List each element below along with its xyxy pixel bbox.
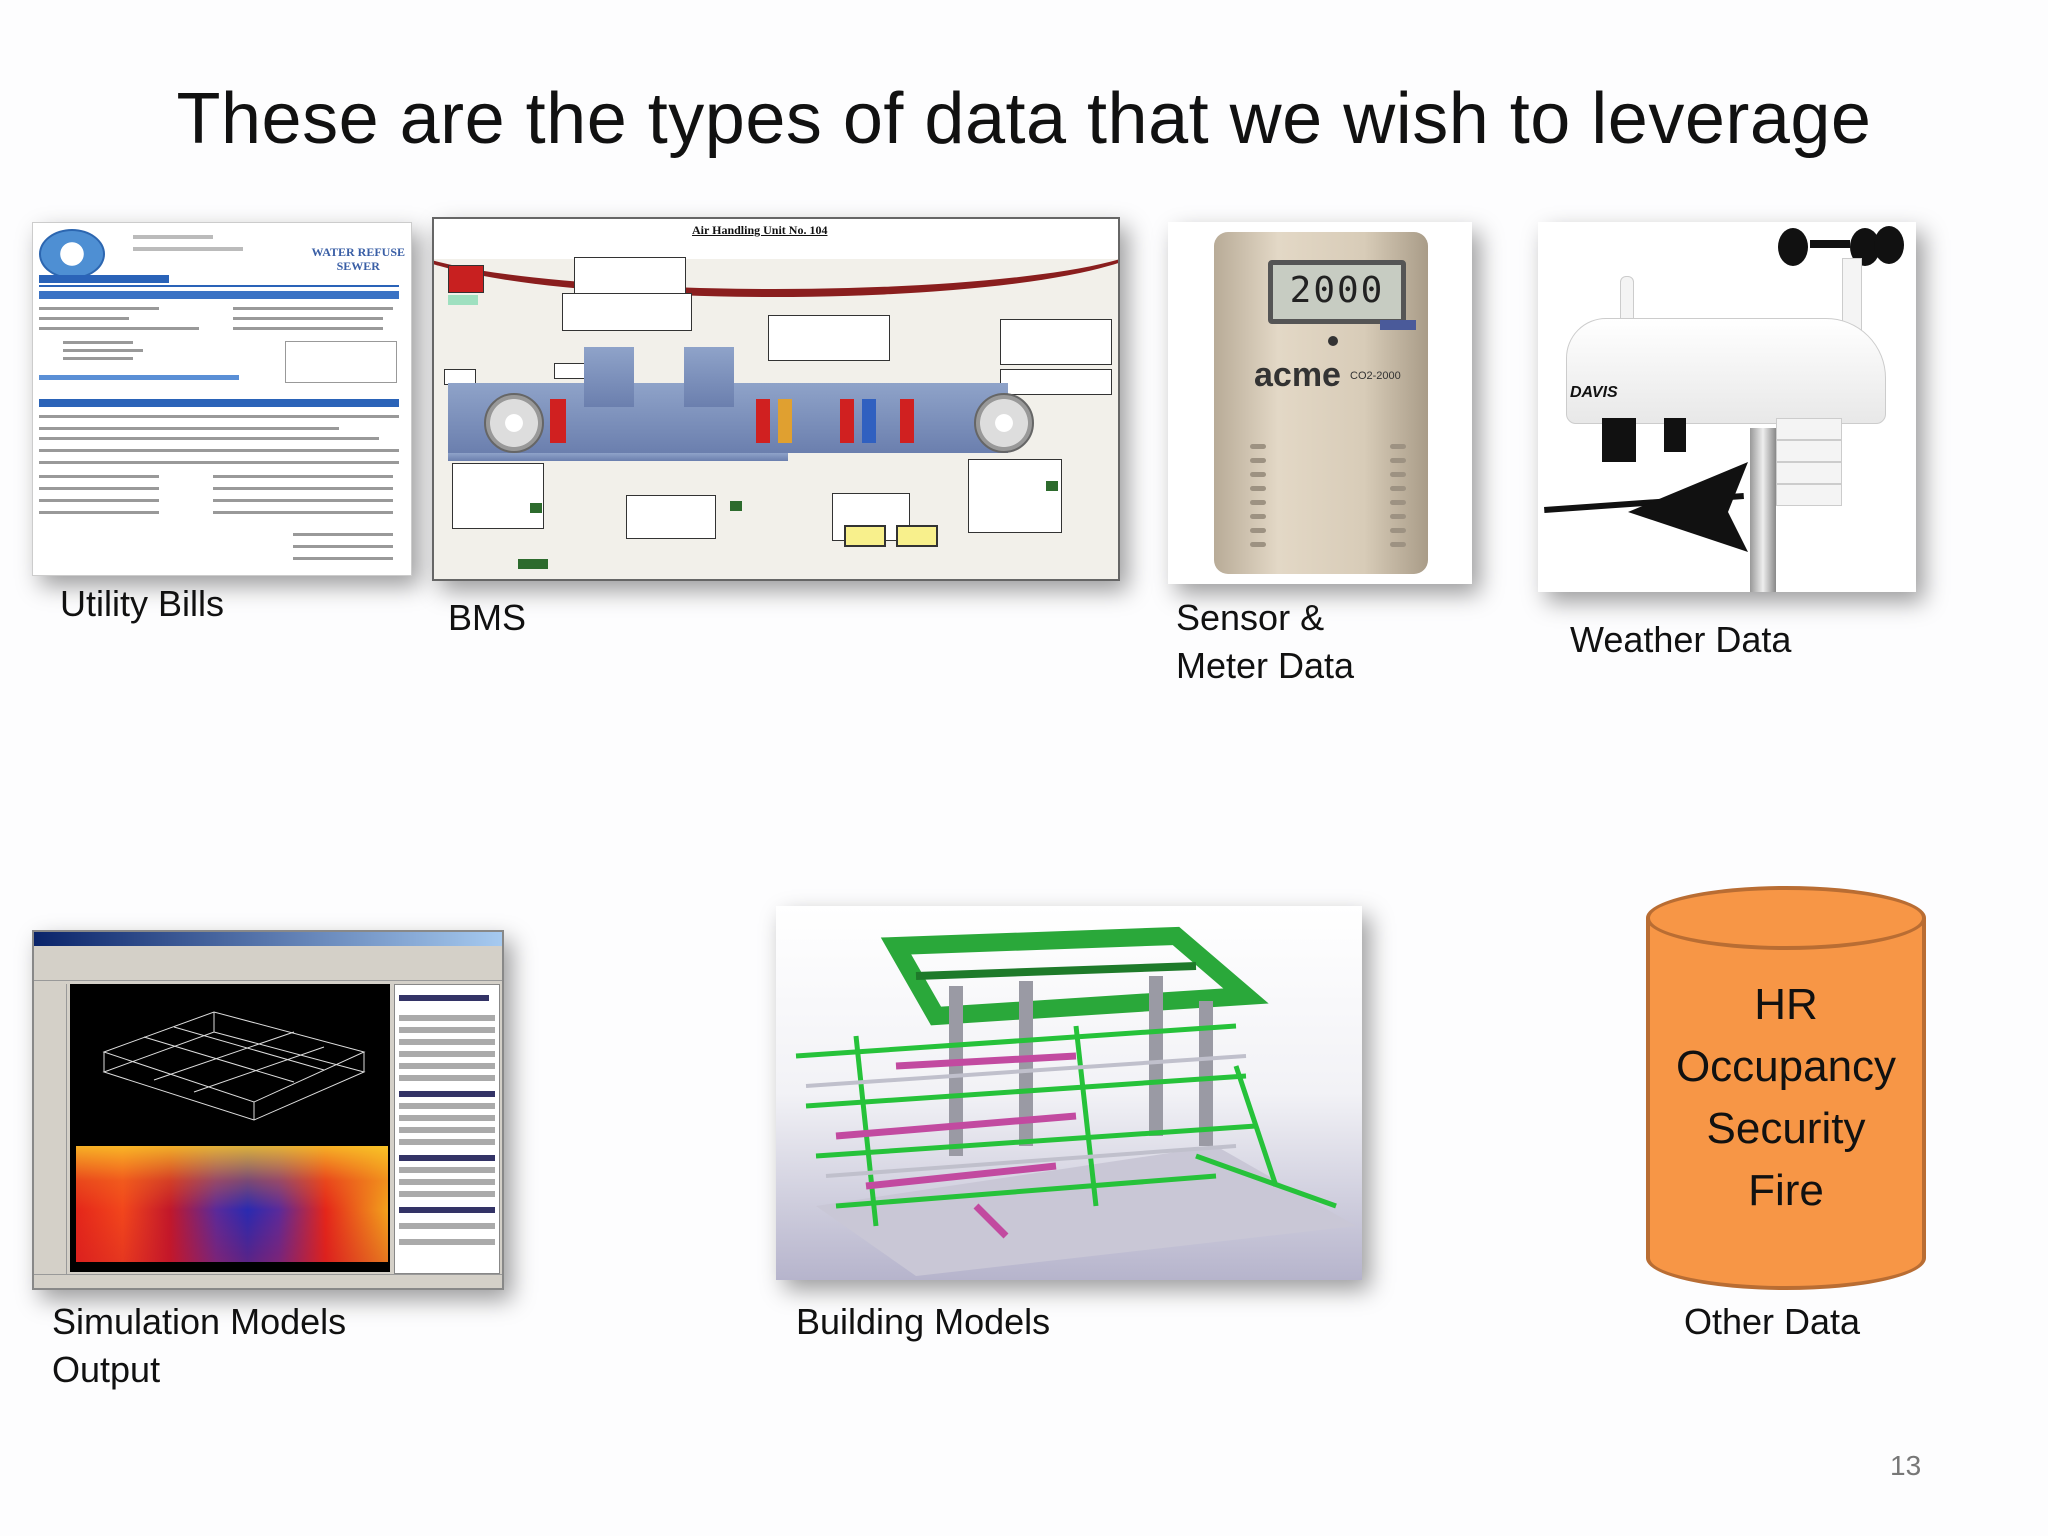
sensor-model: CO2-2000	[1350, 370, 1401, 382]
other-data-fire: Fire	[1748, 1166, 1824, 1215]
wireframe-model-icon	[102, 1011, 366, 1121]
caption-simulation-line2: Output	[52, 1349, 161, 1390]
sensor-brand: acme	[1254, 356, 1341, 394]
sensor-display: 2000	[1268, 260, 1406, 324]
caption-other-data: Other Data	[1684, 1301, 1861, 1342]
bill-header-line2: SEWER	[336, 259, 380, 273]
building-3d-render-icon	[795, 926, 1356, 1276]
utility-logo	[39, 229, 105, 279]
caption-simulation-line1: Simulation Models	[52, 1301, 347, 1342]
caption-building-models: Building Models	[796, 1301, 1051, 1342]
utility-bill-image: WATER REFUSE SEWER	[32, 222, 412, 576]
bms-screenshot: Air Handling Unit No. 104	[432, 217, 1120, 581]
caption-weather-data: Weather Data	[1570, 619, 1792, 660]
weather-station-image: DAVIS	[1538, 222, 1916, 592]
caption-sensor-line1: Sensor &	[1176, 597, 1325, 638]
other-data-security: Security	[1706, 1104, 1866, 1153]
other-data-hr: HR	[1754, 980, 1818, 1029]
bms-screen-title: Air Handling Unit No. 104	[692, 223, 828, 237]
sensor-meter-image: 2000 acme CO2-2000	[1168, 222, 1472, 584]
caption-sensor-line2: Meter Data	[1176, 645, 1355, 686]
other-data-list: HR Occupancy Security Fire	[1646, 974, 1926, 1222]
building-model-image	[776, 906, 1362, 1280]
bill-header-line1: WATER REFUSE	[311, 245, 405, 259]
caption-simulation-models: Simulation Models Output	[52, 1298, 346, 1394]
simulation-output-screenshot	[32, 930, 504, 1290]
caption-utility-bills: Utility Bills	[60, 583, 225, 624]
slide-title: These are the types of data that we wish…	[176, 79, 1872, 159]
other-data-cylinder: HR Occupancy Security Fire	[1646, 886, 1926, 1290]
other-data-occupancy: Occupancy	[1675, 1042, 1897, 1091]
caption-bms: BMS	[448, 597, 527, 638]
weather-brand: DAVIS	[1570, 384, 1618, 401]
page-number: 13	[1890, 1450, 1922, 1481]
bill-header: WATER REFUSE SEWER	[312, 245, 405, 273]
wind-vane-icon	[1628, 462, 1748, 552]
caption-sensor-meter: Sensor & Meter Data	[1176, 594, 1354, 690]
